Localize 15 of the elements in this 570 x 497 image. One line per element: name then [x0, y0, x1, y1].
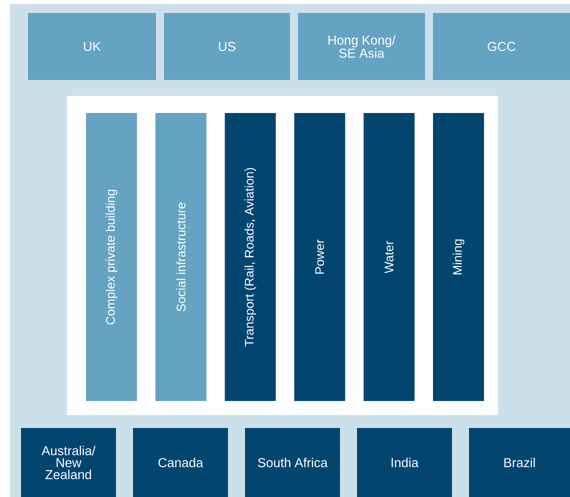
region-box: US — [164, 13, 290, 80]
region-box: Canada — [133, 428, 228, 497]
region-box: Australia/ New Zealand — [21, 428, 116, 497]
region-box: Hong Kong/ SE Asia — [298, 13, 425, 80]
sector-bar: Social infrastructure — [155, 113, 206, 401]
region-box: UK — [28, 13, 156, 80]
sector-bar: Transport (Rail, Roads, Aviation) — [224, 113, 276, 401]
region-box: GCC — [433, 13, 570, 80]
sector-bar: Complex private building — [86, 113, 137, 401]
region-box: India — [357, 428, 452, 497]
sector-bar: Power — [294, 113, 346, 401]
sector-bar: Mining — [433, 113, 484, 401]
region-box: South Africa — [245, 428, 340, 497]
sector-bar: Water — [364, 113, 415, 401]
region-box: Brazil — [469, 428, 570, 497]
